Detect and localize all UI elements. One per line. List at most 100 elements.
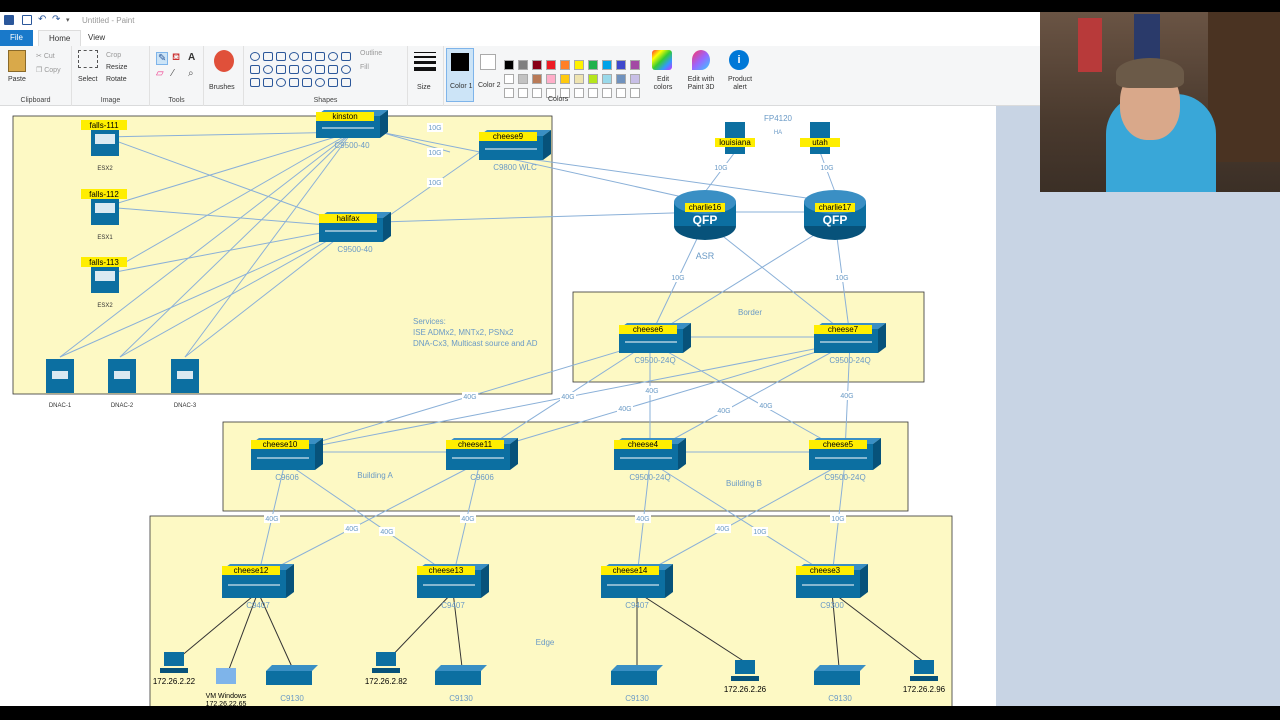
tab-home[interactable]: Home	[38, 30, 82, 46]
shape-option[interactable]	[302, 78, 312, 87]
colors-group-label: Colors	[548, 96, 569, 103]
shape-option[interactable]	[276, 78, 286, 87]
shape-option[interactable]	[315, 65, 325, 74]
shape-option[interactable]	[302, 65, 312, 74]
fill-icon[interactable]: ⛾	[172, 52, 181, 63]
shape-option[interactable]	[263, 78, 273, 87]
outline-button[interactable]: Outline	[360, 50, 383, 57]
custom-color-swatch[interactable]	[616, 88, 626, 98]
paste-icon[interactable]	[8, 50, 26, 72]
paste-button[interactable]: Paste	[8, 76, 26, 83]
speed-label-bg	[427, 148, 443, 157]
select-icon[interactable]	[78, 50, 98, 68]
custom-color-swatch[interactable]	[560, 88, 570, 98]
size-icon[interactable]	[414, 52, 436, 71]
fill-button[interactable]: Fill	[360, 64, 369, 71]
shape-option[interactable]	[315, 78, 325, 87]
color2-button[interactable]: Color 2	[476, 48, 502, 102]
paint3d-icon[interactable]	[692, 50, 710, 70]
color-picker-icon[interactable]: ⁄	[172, 68, 174, 79]
custom-color-swatch[interactable]	[518, 88, 528, 98]
shape-option[interactable]	[250, 78, 260, 87]
brush-icon[interactable]	[214, 50, 234, 72]
shape-option[interactable]	[328, 52, 338, 61]
product-alert-button[interactable]: Product alert	[727, 76, 753, 91]
shape-option[interactable]	[341, 65, 351, 74]
services-text: Services:	[413, 317, 446, 326]
custom-color-swatch[interactable]	[588, 88, 598, 98]
palette-swatch[interactable]	[504, 74, 514, 84]
shape-option[interactable]	[289, 65, 299, 74]
custom-color-swatch[interactable]	[532, 88, 542, 98]
palette-swatch[interactable]	[588, 74, 598, 84]
edit-colors-button[interactable]: Edit colors	[653, 76, 673, 91]
palette-swatch[interactable]	[574, 60, 584, 70]
shape-option[interactable]	[250, 52, 260, 61]
palette-swatch[interactable]	[546, 60, 556, 70]
info-icon[interactable]: i	[729, 50, 749, 70]
tab-view[interactable]: View	[88, 33, 106, 42]
shape-option[interactable]	[315, 52, 325, 61]
edit-colors-icon[interactable]	[652, 50, 672, 70]
pencil-icon[interactable]: ✎	[156, 52, 169, 65]
speed-label: 40G	[645, 388, 658, 395]
select-button[interactable]: Select	[78, 76, 98, 83]
palette-swatch[interactable]	[560, 60, 570, 70]
shape-option[interactable]	[328, 78, 338, 87]
palette-swatch[interactable]	[504, 60, 514, 70]
palette-swatch[interactable]	[574, 74, 584, 84]
save-icon[interactable]	[22, 15, 32, 25]
palette-swatch[interactable]	[602, 74, 612, 84]
shape-option[interactable]	[250, 65, 260, 74]
rotate-button[interactable]: Rotate	[106, 76, 127, 83]
cheese9-switch-label-bg	[479, 132, 537, 141]
shape-option[interactable]	[341, 52, 351, 61]
cut-button[interactable]: ✂ Cut	[36, 53, 55, 60]
edit-paint3d-button[interactable]: Edit with Paint 3D	[687, 76, 715, 91]
palette-swatch[interactable]	[630, 74, 640, 84]
shape-option[interactable]	[302, 52, 312, 61]
paint-app-icon	[4, 15, 14, 25]
shape-option[interactable]	[263, 52, 273, 61]
shape-option[interactable]	[341, 78, 351, 87]
palette-swatch[interactable]	[616, 74, 626, 84]
palette-swatch[interactable]	[560, 74, 570, 84]
custom-color-swatch[interactable]	[630, 88, 640, 98]
palette-swatch[interactable]	[532, 74, 542, 84]
color1-button[interactable]: Color 1	[446, 48, 474, 102]
crop-button[interactable]: Crop	[106, 52, 122, 59]
palette-swatch[interactable]	[616, 60, 626, 70]
palette-swatch[interactable]	[532, 60, 542, 70]
custom-color-swatch[interactable]	[546, 88, 556, 98]
ribbon: Paste ✂ Cut ❐ Copy Clipboard Select Crop…	[0, 46, 1040, 106]
tab-file[interactable]: File	[0, 30, 33, 46]
palette-swatch[interactable]	[518, 74, 528, 84]
shape-option[interactable]	[328, 65, 338, 74]
customize-qa-icon[interactable]: ▾	[66, 17, 70, 24]
copy-button[interactable]: ❐ Copy	[36, 67, 61, 74]
shape-option[interactable]	[276, 65, 286, 74]
undo-icon[interactable]: ↶	[38, 14, 47, 25]
shape-option[interactable]	[276, 52, 286, 61]
shape-option[interactable]	[289, 52, 299, 61]
palette-swatch[interactable]	[602, 60, 612, 70]
custom-color-swatch[interactable]	[574, 88, 584, 98]
resize-button[interactable]: Resize	[106, 64, 128, 71]
palette-swatch[interactable]	[518, 60, 528, 70]
custom-color-swatch[interactable]	[602, 88, 612, 98]
palette-swatch[interactable]	[546, 74, 556, 84]
palette-swatch[interactable]	[588, 60, 598, 70]
palette-swatch[interactable]	[630, 60, 640, 70]
eraser-icon[interactable]: ▱	[156, 68, 164, 79]
custom-color-swatch[interactable]	[504, 88, 514, 98]
size-button[interactable]: Size	[417, 84, 431, 91]
shape-option[interactable]	[263, 65, 273, 74]
text-icon[interactable]: A	[188, 52, 196, 63]
brushes-button[interactable]: Brushes	[209, 84, 235, 91]
redo-icon[interactable]: ↷	[52, 14, 61, 25]
speed-label-bg	[617, 404, 633, 413]
shape-option[interactable]	[289, 78, 299, 87]
magnifier-icon[interactable]: ⌕	[188, 68, 194, 79]
